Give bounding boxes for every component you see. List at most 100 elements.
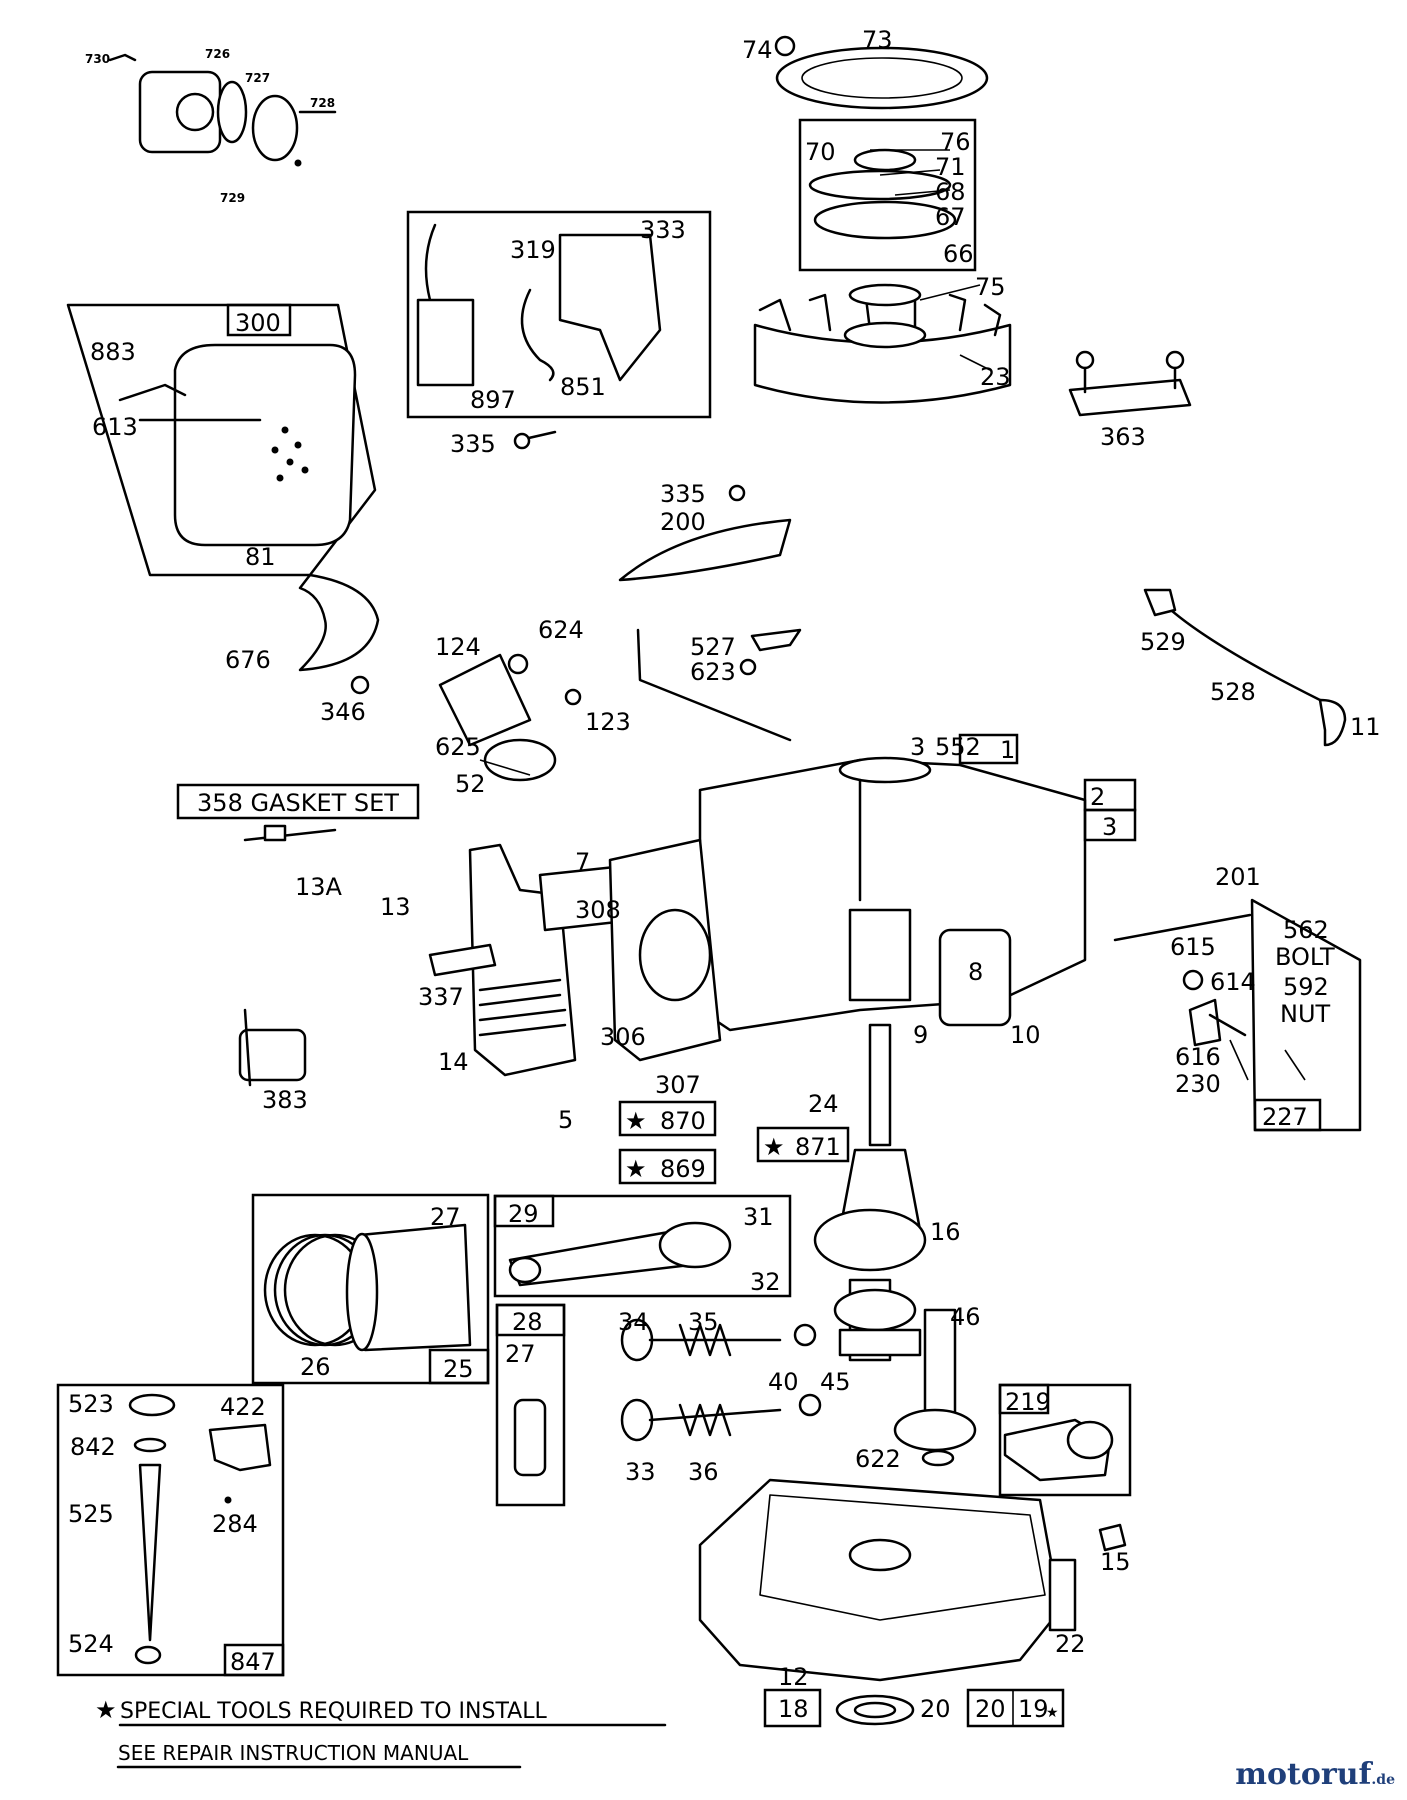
label-45: 45 [820,1368,851,1396]
box-19-20 [966,1688,1065,1728]
footer-notes: ★ SPECIAL TOOLS REQUIRED TO INSTALL SEE … [95,1696,667,1769]
label-728: 728 [310,96,335,110]
label-528: 528 [1210,678,1256,706]
watermark-logo: motoruf.de [1235,1757,1395,1792]
label-25: 25 [443,1355,474,1383]
box-29-tag [493,1194,555,1228]
label-726: 726 [205,47,230,61]
fuel-line [1143,588,1347,747]
label-22: 22 [1055,1630,1086,1658]
label-230: 230 [1175,1070,1221,1098]
label-29: 29 [508,1200,539,1228]
label-7: 7 [575,848,590,876]
label-13: 13 [380,893,411,921]
label-nut: NUT [1280,1000,1331,1028]
crankcase-sump [698,1478,1077,1682]
box-3 [1083,808,1137,842]
label-869-star: ★ [625,1155,647,1183]
bracket-363 [1068,350,1192,417]
part-676 [298,573,380,695]
box-227-tag [1253,1098,1322,1132]
part-383 [238,1008,307,1087]
label-3a: 3 [910,733,925,761]
screw-335 [513,430,557,450]
box-300-tag [226,303,292,337]
label-27a: 27 [430,1203,461,1231]
label-842: 842 [70,1433,116,1461]
label-200: 200 [660,508,706,536]
label-201: 201 [1215,863,1261,891]
label-23: 23 [980,363,1011,391]
label-76: 76 [940,128,971,156]
label-33: 33 [625,1458,656,1486]
label-625: 625 [435,733,481,761]
label-622: 622 [855,1445,901,1473]
label-27b: 27 [505,1340,536,1368]
box-847-outline [56,1383,285,1677]
label-871: 871 [795,1133,841,1161]
label-13A: 13A [295,873,343,901]
label-73: 73 [862,26,893,54]
label-31: 31 [743,1203,774,1231]
box-25-outline [251,1193,490,1385]
label-32: 32 [750,1268,781,1296]
label-614: 614 [1210,968,1256,996]
governor-assembly [1003,1418,1114,1482]
label-227: 227 [1262,1103,1308,1131]
label-337: 337 [418,983,464,1011]
label-40: 40 [768,1368,799,1396]
label-552: 552 [935,733,981,761]
label-883: 883 [90,338,136,366]
breather-tube [636,628,802,742]
label-616: 616 [1175,1043,1221,1071]
label-12: 12 [778,1663,809,1691]
connecting-rod [508,1221,732,1287]
gasket-set-box [176,783,420,820]
label-623: 623 [690,658,736,686]
label-870: 870 [660,1107,706,1135]
label-422: 422 [220,1393,266,1421]
label-36: 36 [688,1458,719,1486]
label-524: 524 [68,1630,114,1658]
label-20a: 20 [920,1695,951,1723]
label-308: 308 [575,896,621,924]
label-71: 71 [935,153,966,181]
label-18: 18 [778,1695,809,1723]
label-525: 525 [68,1500,114,1528]
intake-elbow [438,653,582,782]
cylinder-head [468,838,722,1077]
label-19-star: ★ [1046,1705,1059,1721]
box-871 [756,1126,850,1163]
box-870 [618,1100,717,1137]
leader-lines [479,149,1306,1081]
label-1: 1 [1000,736,1015,764]
label-847: 847 [230,1648,276,1676]
label-383: 383 [262,1086,308,1114]
label-52: 52 [455,770,486,798]
note-star: ★ [95,1696,117,1724]
box-1 [958,733,1019,765]
box-29-outline [493,1194,792,1298]
box-219-outline [998,1383,1132,1497]
label-24: 24 [808,1090,839,1118]
part-622 [921,1449,955,1467]
muffler [118,343,357,547]
box-227-outline [1250,898,1362,1132]
wrist-pin [513,1398,547,1477]
label-319: 319 [510,236,556,264]
label-363: 363 [1100,423,1146,451]
label-28: 28 [512,1308,543,1336]
blower-screen [774,35,989,110]
bracket-422 [208,1423,272,1504]
label-335b: 335 [660,480,706,508]
armature-assembly [416,223,662,387]
stud-13a [243,824,337,842]
label-527: 527 [690,633,736,661]
label-124: 124 [435,633,481,661]
label-34: 34 [618,1308,649,1336]
label-19: 19 [1018,1695,1049,1723]
label-676: 676 [225,646,271,674]
label-335a: 335 [450,430,496,458]
box-25-tag [428,1348,490,1385]
